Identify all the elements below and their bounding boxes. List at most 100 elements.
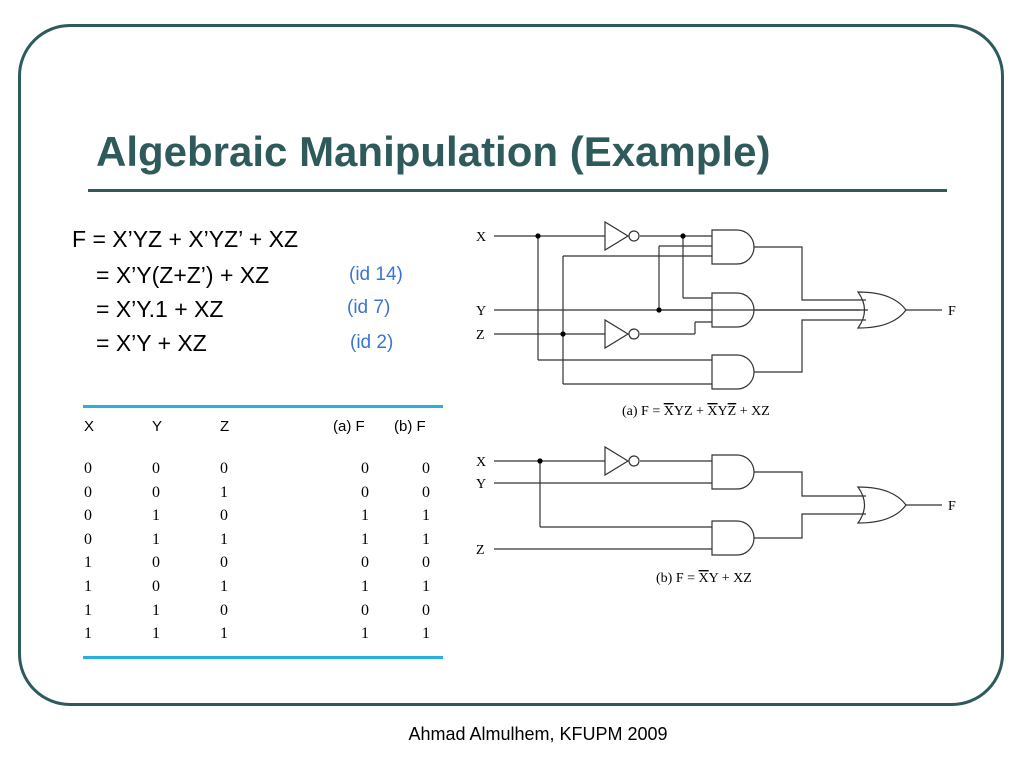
- truth-table-cell: 1: [152, 507, 160, 525]
- and-gate-a-1: [711, 229, 755, 265]
- truth-table-cell: 0: [84, 530, 92, 548]
- circuit-a: [494, 220, 942, 390]
- truth-table-cell: 0: [152, 578, 160, 595]
- circuit-b: [494, 445, 942, 556]
- truth-table-cell: 1: [422, 625, 430, 643]
- truth-table-header-y: Y: [152, 418, 163, 435]
- truth-table-cell: 1: [84, 554, 92, 572]
- derivation-line-2: = X’Y(Z+Z’) + XZ: [96, 262, 270, 288]
- slide-footer: Ahmad Almulhem, KFUPM 2009: [408, 724, 668, 744]
- circuit-a-label-z: Z: [476, 328, 485, 343]
- circuit-a-label-x: X: [476, 230, 486, 245]
- inverter-b-x: [604, 445, 630, 477]
- truth-table-cell: 1: [220, 483, 228, 501]
- derivation-id-4: (id 2): [350, 332, 394, 353]
- truth-table-cell: 0: [84, 507, 92, 525]
- circuit-b-label-y: Y: [476, 477, 486, 492]
- circuit-a-junctions: [535, 233, 686, 337]
- slide-frame: [18, 24, 1004, 706]
- junction-dot: [656, 307, 662, 313]
- truth-table-cell: 1: [152, 601, 160, 619]
- truth-table-cell: 1: [361, 578, 369, 595]
- truth-table-header-x: X: [84, 418, 95, 435]
- derivation-line-3: = X’Y.1 + XZ: [96, 296, 224, 322]
- circuit-a-caption: (a) F = XYZ + XYZ + XZ: [622, 404, 770, 419]
- junction-dot: [537, 458, 543, 464]
- truth-table-cell: 0: [152, 460, 160, 477]
- truth-table-bottom-rule: [83, 656, 443, 659]
- truth-table-cell: 1: [220, 625, 228, 643]
- and-gate-a-2: [711, 292, 755, 328]
- truth-table-cell: 0: [361, 460, 369, 477]
- caption-term: Y + XZ: [709, 571, 752, 586]
- truth-table-cell: 1: [220, 578, 228, 595]
- caption-term: + XZ: [736, 404, 770, 419]
- truth-table-cell: 1: [84, 601, 92, 619]
- junction-dot: [680, 233, 686, 239]
- truth-table-cell: 0: [84, 460, 92, 477]
- junction-dot: [535, 233, 541, 239]
- inverter-a-z: [604, 318, 630, 350]
- truth-table-cell: 1: [84, 625, 92, 643]
- truth-table-cell: 0: [152, 554, 160, 572]
- wire-b-and2-to-or: [754, 513, 866, 539]
- circuit-b-caption: (b) F = XY + XZ: [656, 571, 752, 586]
- truth-table-cell: 0: [361, 483, 369, 501]
- truth-table-header-z: Z: [220, 418, 230, 435]
- slide-title: Algebraic Manipulation (Example): [96, 128, 771, 175]
- derivation-line-4: = X’Y + XZ: [96, 330, 207, 356]
- caption-term-complemented: X: [699, 571, 709, 586]
- caption-term-complemented: Z: [728, 404, 737, 419]
- truth-table-cell: 1: [422, 530, 430, 548]
- truth-table-cell: 1: [220, 530, 228, 548]
- circuit-b-label-x: X: [476, 455, 486, 470]
- truth-table-cell: 1: [152, 625, 160, 643]
- truth-table-cell: 0: [220, 601, 228, 619]
- caption-prefix: (a) F =: [622, 404, 664, 419]
- truth-table-header-fb: (b) F: [394, 418, 426, 435]
- truth-table-cell: 1: [422, 507, 430, 525]
- truth-table-cell: 0: [422, 554, 430, 572]
- truth-table-cell: 1: [152, 530, 160, 548]
- wire-a-and1-to-or: [754, 246, 866, 301]
- caption-term-complemented: X: [664, 404, 674, 419]
- truth-table-cell: 0: [361, 554, 369, 572]
- circuit-b-label-f: F: [948, 499, 956, 514]
- truth-table-cell: 1: [422, 578, 430, 595]
- inverter-a-z-bubble: [628, 328, 640, 340]
- circuit-a-label-f: F: [948, 304, 956, 319]
- truth-table-cell: 0: [422, 460, 430, 477]
- derivation-line-1: F = X’YZ + X’YZ’ + XZ: [72, 226, 299, 252]
- title-underline: [88, 189, 947, 192]
- derivation-id-3: (id 7): [347, 297, 391, 318]
- or-gate-a: [856, 291, 907, 329]
- truth-table-cell: 0: [152, 483, 160, 501]
- derivation-id-2: (id 14): [349, 264, 403, 285]
- inverter-b-x-bubble: [628, 455, 640, 467]
- inverter-a-x-bubble: [628, 230, 640, 242]
- truth-table-cell: 1: [361, 625, 369, 643]
- truth-table-cell: 0: [361, 601, 369, 619]
- or-gate-b: [856, 486, 907, 524]
- truth-table-cell: 1: [361, 507, 369, 525]
- truth-table-cell: 0: [220, 507, 228, 525]
- caption-term: Y: [718, 404, 728, 419]
- truth-table-header-fa: (a) F: [333, 418, 365, 435]
- truth-table-cell: 1: [361, 530, 369, 548]
- junction-dot: [560, 331, 566, 337]
- caption-term: YZ +: [674, 404, 708, 419]
- and-gate-b-2: [711, 520, 755, 556]
- truth-table-cell: 0: [422, 601, 430, 619]
- truth-table-cell: 1: [84, 578, 92, 595]
- circuit-a-label-y: Y: [476, 304, 486, 319]
- inverter-a-x: [604, 220, 630, 252]
- truth-table-top-rule: [83, 405, 443, 408]
- truth-table-cell: 0: [220, 554, 228, 572]
- and-gate-a-3: [711, 354, 755, 390]
- truth-table-cell: 0: [422, 483, 430, 501]
- wire-a-and3-to-or: [754, 319, 866, 373]
- circuit-b-label-z: Z: [476, 543, 485, 558]
- and-gate-b-1: [711, 454, 755, 490]
- truth-table-cell: 0: [84, 483, 92, 501]
